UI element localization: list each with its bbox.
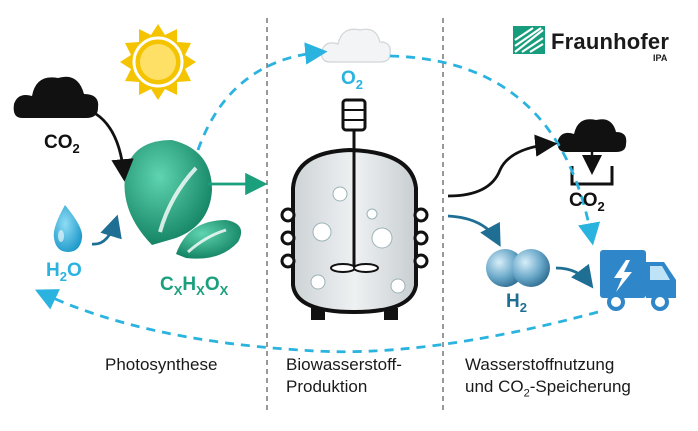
arrow-to-o2: [196, 42, 328, 151]
fraunhofer-institute-label: IPA: [653, 53, 668, 63]
stage-usage: Wasserstoffnutzung und CO2-Speicherung: [465, 354, 631, 404]
stage-usage-line2: und CO2-Speicherung: [465, 377, 631, 400]
hydrogen-molecule-icon: [486, 249, 550, 287]
fraunhofer-logo-icon: [513, 26, 545, 54]
co2-out-label: CO2: [569, 190, 605, 214]
h2o-label: H2O: [46, 260, 82, 284]
arrow-h2-to-truck: [555, 263, 594, 289]
cxhxox-label: CXHXOX: [160, 274, 229, 298]
stage-production: Biowasserstoff- Produktion: [286, 354, 402, 398]
co2-in-label: CO2: [44, 132, 80, 156]
stage-production-line2: Produktion: [286, 377, 368, 396]
cloud-icon: [13, 76, 99, 118]
arrow-o2-to-truck: [389, 54, 601, 246]
truck-icon: [600, 250, 676, 311]
arrow-h2o-to-leaf: [91, 214, 122, 246]
stage-usage-line1: Wasserstoffnutzung: [465, 355, 615, 374]
stage-photosynthesis: Photosynthese: [105, 355, 218, 374]
stage-production-line1: Biowasserstoff-: [286, 355, 402, 374]
cloud-icon: [321, 28, 391, 63]
arrow-reactor-to-storage: [447, 134, 558, 198]
bioreactor-icon: [280, 98, 429, 320]
h2-label: H2: [506, 291, 527, 315]
co2-storage-icon: [557, 119, 627, 186]
fraunhofer-logo-text: Fraunhofer: [551, 29, 670, 54]
arrow-reactor-to-h2: [447, 214, 501, 247]
o2-label: O2: [341, 68, 363, 92]
water-drop-icon: [53, 205, 83, 252]
sun-icon: [120, 24, 196, 100]
leaf-icon: [124, 140, 242, 259]
arrow-co2-to-leaf: [95, 112, 134, 182]
